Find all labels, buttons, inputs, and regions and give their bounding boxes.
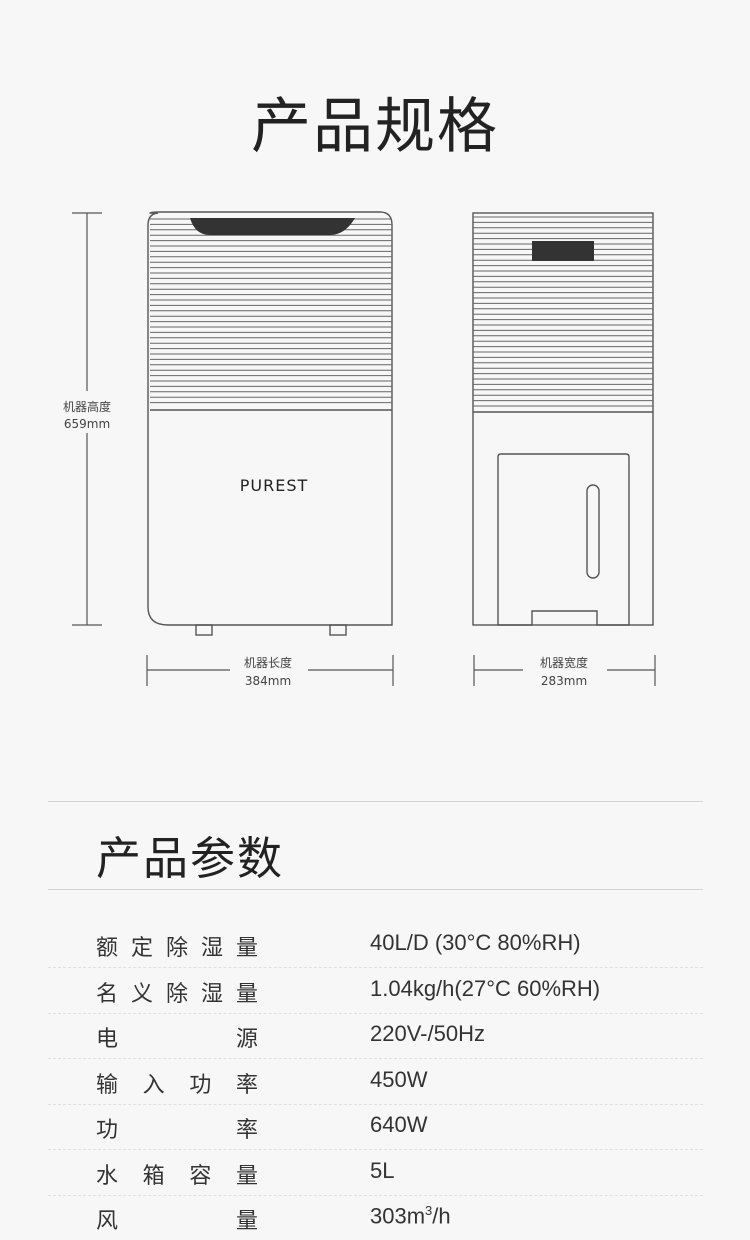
spec-label: 风量 [96,1203,258,1235]
spec-label-char: 率 [235,1118,258,1143]
side-view [472,212,654,626]
width-dimension [473,655,656,686]
width-label: 机器宽度 [540,655,588,670]
side-display-panel [532,241,594,261]
spec-label: 输入功率 [96,1067,258,1099]
spec-label-char: 水 [96,1163,119,1189]
spec-label-char: 输 [96,1072,119,1098]
front-view [147,211,393,636]
spec-value-text: 40L/D (30°C 80%RH) [370,930,581,955]
spec-value: 220V-/50Hz [370,1021,485,1047]
spec-label-char: 功 [189,1072,212,1098]
params-title: 产品参数 [96,832,285,885]
spec-label-char: 量 [235,981,258,1007]
length-label: 机器长度 [244,655,292,670]
spec-label-char: 量 [235,1209,258,1234]
spec-value-text: 1.04kg/h(27°C 60%RH) [370,975,601,1001]
spec-label-char: 除 [165,981,188,1007]
spec-value-suffix: /h [432,1203,451,1229]
spec-label-char: 除 [165,936,188,961]
spec-value: 303m3/h [370,1203,451,1229]
section-divider-bottom [48,889,703,890]
spec-label-char: 箱 [142,1163,165,1189]
spec-label-char: 功 [96,1118,119,1143]
spec-value: 450W [370,1067,427,1093]
spec-value: 640W [370,1112,427,1138]
spec-label-char: 风 [96,1209,119,1234]
spec-value-text: 450W [370,1066,428,1092]
spec-row: 额定除湿量 40L/D (30°C 80%RH) [48,922,703,968]
spec-title: 产品规格 [251,92,499,162]
spec-label-char: 量 [235,1163,258,1189]
spec-label-char: 额 [96,936,119,961]
front-top-vent [190,218,355,235]
spec-label-char: 容 [189,1163,212,1189]
width-value: 283mm [541,674,587,688]
brand-logo: PUREST [240,476,309,495]
spec-value-text: 220V-/50Hz [370,1021,485,1046]
spec-label-char: 义 [130,981,153,1007]
front-grille [150,218,392,404]
spec-label-char: 入 [142,1072,165,1098]
length-dimension [146,655,394,686]
spec-label-char: 名 [96,981,119,1007]
spec-value: 1.04kg/h(27°C 60%RH) [370,976,600,1002]
spec-label-char: 电 [96,1027,119,1052]
spec-label-char: 定 [130,936,153,961]
spec-value: 40L/D (30°C 80%RH) [370,930,581,956]
height-label: 机器高度 [63,399,111,414]
side-grille [473,216,653,407]
spec-label-char: 湿 [200,981,223,1007]
spec-label: 额定除湿量 [96,930,258,962]
spec-label-char: 源 [235,1027,258,1052]
spec-row: 水箱容量 5L [48,1150,703,1196]
height-dimension [72,212,102,626]
spec-label-char: 率 [235,1072,258,1098]
spec-value-text: 5L [370,1157,395,1183]
spec-value-text: 640W [370,1112,428,1137]
spec-value-text: 303m [370,1203,426,1229]
spec-label: 水箱容量 [96,1158,258,1190]
spec-row: 输入功率 450W [48,1059,703,1105]
spec-label: 功率 [96,1112,258,1144]
spec-row: 名义除湿量 1.04kg/h(27°C 60%RH) [48,968,703,1014]
length-value: 384mm [245,674,291,688]
product-dimension-drawing: 机器高度 659mm PUREST 机器长度 384mm 机器宽度 283mm [63,211,656,688]
section-divider-top [48,801,703,802]
spec-value-superscript: 3 [425,1203,433,1218]
spec-label-char: 量 [235,936,258,961]
height-value: 659mm [64,417,110,431]
spec-label: 名义除湿量 [96,976,258,1008]
spec-value: 5L [370,1158,394,1184]
spec-label-char: 湿 [200,936,223,961]
spec-label: 电源 [96,1021,258,1053]
